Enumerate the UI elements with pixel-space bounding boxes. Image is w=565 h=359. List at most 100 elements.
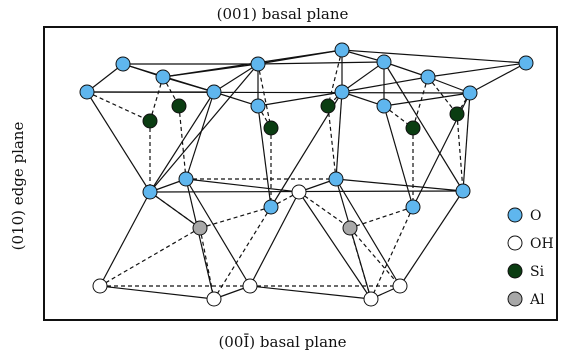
bond-39 [185,178,300,193]
atom-al-a2 [342,220,358,236]
dashed-bond-12 [178,105,187,180]
dashed-bond-19 [199,227,215,300]
dashed-bond-2 [162,76,180,107]
atom-o-m3 [263,199,279,215]
dashed-bond-17 [149,191,201,229]
bond-32 [335,91,343,180]
dashed-bond-5 [327,49,343,107]
atom-oh-b5 [392,278,408,294]
bond-22 [213,91,259,107]
atom-o-u4 [334,84,350,100]
bond-23 [257,91,343,107]
atom-o-m2 [178,171,194,187]
bonds-layer [86,49,527,300]
atom-o-u6 [462,85,478,101]
dashed-bond-27 [270,191,300,208]
atom-si-s5 [405,120,421,136]
atom-oh-b1 [92,278,108,294]
dashed-bond-16 [456,113,464,192]
bond-8 [341,49,527,64]
dashed-bond-0 [149,76,164,122]
legend-swatch-oh [507,235,523,251]
atom-oh-b2 [206,291,222,307]
bond-46 [249,191,300,287]
atom-oh-b3 [242,278,258,294]
bond-47 [298,191,372,300]
dashed-bond-22 [298,191,351,229]
atom-si-s6 [449,106,465,122]
bond-29 [185,91,215,180]
bond-35 [462,92,471,192]
bond-26 [86,91,471,94]
bond-48 [335,178,372,300]
bond-27 [86,91,151,193]
bond-19 [469,62,527,94]
dashed-bond-3 [257,63,272,129]
bond-4 [383,61,429,78]
bottom-basal-plane-label: (00Ī) basal plane [218,333,347,351]
atom-si-s3 [263,120,279,136]
atoms-layer [79,42,534,307]
atom-o-m5 [405,199,421,215]
bond-49 [335,178,401,287]
atom-o-u1 [79,84,95,100]
top-basal-plane-label: (001) basal plane [216,5,349,23]
bond-12 [162,76,215,93]
bond-44 [185,178,215,300]
dashed-bond-18 [199,206,272,229]
atom-o-u3 [250,98,266,114]
dashed-bond-14 [327,105,337,180]
dashed-bond-9 [427,76,458,115]
dashed-bond-1 [86,91,151,122]
legend-label-si: Si [530,264,545,280]
bond-37 [383,61,464,192]
bond-52 [99,285,215,300]
legend-label-o: O [530,208,541,224]
atom-o-t3 [250,56,266,72]
dashed-bond-26 [370,206,414,300]
bond-10 [86,63,124,93]
atom-o-t1 [115,56,131,72]
atom-o-t5 [376,54,392,70]
bond-20 [341,76,429,93]
atom-o-m4 [328,171,344,187]
dashed-bond-7 [412,76,429,129]
bond-41 [335,178,464,192]
bond-54 [249,285,372,300]
bond-33 [383,105,414,208]
atom-si-s2 [171,98,187,114]
atom-oh-b4 [363,291,379,307]
atom-al-a1 [192,220,208,236]
atom-o-m1 [142,184,158,200]
bond-36 [149,63,259,193]
bond-30 [257,105,272,208]
bond-25 [383,92,471,107]
atom-o-t2 [155,69,171,85]
legend-swatch-si [507,263,523,279]
atom-si-s4 [320,98,336,114]
bond-16 [341,61,385,93]
atom-o-t4 [334,42,350,58]
atom-o-u5 [376,98,392,114]
bond-45 [185,178,251,287]
bond-43 [99,191,151,287]
atom-o-t7 [518,55,534,71]
legend-swatch-o [507,207,523,223]
atom-oh-h1 [291,184,307,200]
crystal-frame [43,26,558,321]
dashed-bond-24 [349,227,372,300]
bond-50 [399,190,464,287]
dashed-bond-20 [99,227,201,287]
atom-o-t6 [420,69,436,85]
legend-label-al: Al [529,292,545,308]
dashed-bond-25 [349,227,401,287]
bond-5 [427,62,527,78]
bond-13 [213,63,259,93]
bond-7 [257,61,385,65]
atom-o-u2 [206,84,222,100]
legend-swatch-al [507,291,523,307]
atom-o-m6 [455,183,471,199]
atom-si-s1 [142,113,158,129]
